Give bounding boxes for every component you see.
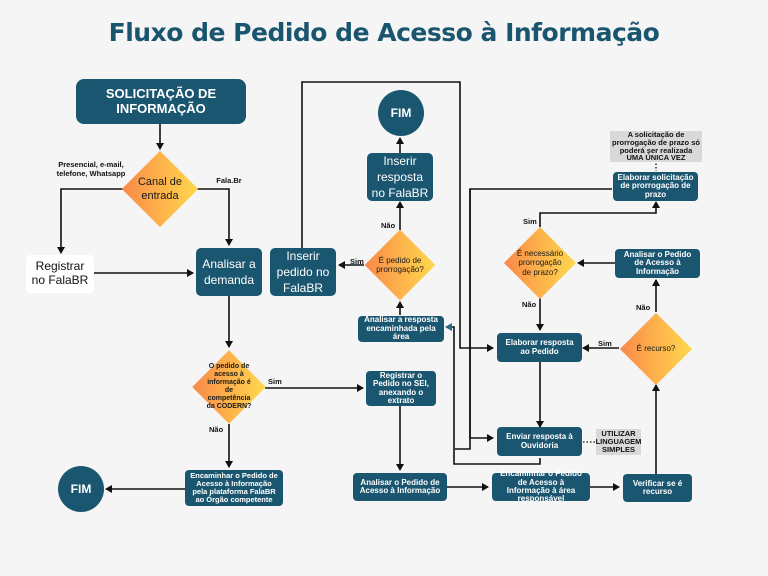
elaborar-resposta-label: Elaborar resposta ao Pedido <box>505 338 574 356</box>
competencia-sim-label: Sim <box>268 377 282 386</box>
fim-left-label: FIM <box>70 482 92 496</box>
analisar-pedido2-node: Analisar o Pedido de Acesso à Informação <box>615 249 700 278</box>
prorrogacao-nao-label: Não <box>381 221 396 230</box>
edge-loop-enviar <box>469 189 494 442</box>
e-recurso-decision: É recurso? <box>619 312 693 386</box>
edge-inserir-pedido-loop <box>301 81 494 352</box>
page-title: Fluxo de Pedido de Acesso à Informação <box>108 18 660 47</box>
fim-top-label: FIM <box>390 106 412 120</box>
note-prorrogacao-unica: A solicitação de prorrogação de prazo só… <box>610 130 702 162</box>
encaminhar-orgao-node: Encaminhar o Pedido de Acesso à Informaç… <box>185 470 283 506</box>
e-recurso-label: É recurso? <box>636 344 676 354</box>
necessario-prorrogacao-decision: É necessário prorrogação de prazo? <box>502 226 578 300</box>
analisar-resposta-node: Analisar a resposta encaminhada pela áre… <box>358 316 444 342</box>
start-node: SOLICITAÇÃO DE INFORMAÇÃO <box>76 79 246 124</box>
canal-decision: Canal de entrada <box>118 149 202 229</box>
inserir-pedido-node: Inserir pedido no FalaBR <box>270 248 336 296</box>
inserir-resposta-label: Inserir resposta no FalaBR <box>371 153 429 201</box>
note-linguagem-simples: UTILIZAR LINGUAGEM SIMPLES <box>595 429 642 455</box>
fim-top-node: FIM <box>378 90 424 136</box>
enviar-ouvidoria-label: Enviar resposta à Ouvidoria <box>506 432 573 450</box>
edge-canal-analisar <box>196 188 233 246</box>
inserir-pedido-label: Inserir pedido no FalaBR <box>276 248 330 296</box>
fim-left-node: FIM <box>58 466 104 512</box>
necessario-sim-label: Sim <box>523 217 537 226</box>
elaborar-solicitacao-node: Elaborar solicitação de prorrogação de p… <box>613 172 698 201</box>
elaborar-resposta-node: Elaborar resposta ao Pedido <box>497 333 582 362</box>
enviar-ouvidoria-node: Enviar resposta à Ouvidoria <box>497 427 582 456</box>
recurso-sim-label: Sim <box>598 339 612 348</box>
start-node-label: SOLICITAÇÃO DE INFORMAÇÃO <box>105 86 217 116</box>
canal-right-label: Fala.Br <box>216 176 242 185</box>
necessario-prorrogacao-label: É necessário prorrogação de prazo? <box>516 249 564 277</box>
edge-canal-registrar <box>57 188 124 254</box>
registrar-sei-node: Registrar o Pedido no SEI, anexando o ex… <box>366 371 436 406</box>
competencia-decision-label: O pedido de acesso à informação é de com… <box>206 362 252 411</box>
analisar-resposta-label: Analisar a resposta encaminhada pela áre… <box>364 315 438 342</box>
competencia-decision: O pedido de acesso à informação é de com… <box>192 349 266 425</box>
prorrogacao-sim-label: Sim <box>350 257 364 266</box>
edge-ouvidoria-return <box>445 323 541 465</box>
encaminhar-area-label: Encaminhar o Pedido de Acesso à Informaç… <box>500 469 582 504</box>
registrar-falabr-node: Registrar no FalaBR <box>26 255 94 293</box>
analisar-demanda-node: Analisar a demanda <box>196 248 262 296</box>
analisar-pedido-node: Analisar o Pedido de Acesso à Informação <box>353 473 447 501</box>
pedido-prorrogacao-decision: É pedido de prorrogação? <box>364 229 436 301</box>
elaborar-solicitacao-label: Elaborar solicitação de prorrogação de p… <box>617 172 694 199</box>
analisar-pedido2-label: Analisar o Pedido de Acesso à Informação <box>623 249 692 276</box>
pedido-prorrogacao-label: É pedido de prorrogação? <box>376 255 424 274</box>
canal-decision-label: Canal de entrada <box>137 175 183 202</box>
edge-necessario-solicitacao <box>539 201 660 227</box>
competencia-nao-label: Não <box>209 425 224 434</box>
registrar-sei-label: Registrar o Pedido no SEI, anexando o ex… <box>372 370 429 405</box>
analisar-demanda-label: Analisar a demanda <box>202 256 256 287</box>
encaminhar-area-node: Encaminhar o Pedido de Acesso à Informaç… <box>492 469 590 504</box>
analisar-pedido-label: Analisar o Pedido de Acesso à Informação <box>359 477 441 495</box>
inserir-resposta-node: Inserir resposta no FalaBR <box>367 153 433 201</box>
recurso-nao-label: Não <box>636 303 651 312</box>
verificar-recurso-label: Verificar se é recurso <box>632 478 683 496</box>
canal-left-label: Presencial, e-mail, telefone, Whatsapp <box>56 160 126 178</box>
registrar-falabr-label: Registrar no FalaBR <box>31 259 89 287</box>
encaminhar-orgao-label: Encaminhar o Pedido de Acesso à Informaç… <box>190 471 278 504</box>
verificar-recurso-node: Verificar se é recurso <box>623 474 692 502</box>
necessario-nao-label: Não <box>522 300 537 309</box>
